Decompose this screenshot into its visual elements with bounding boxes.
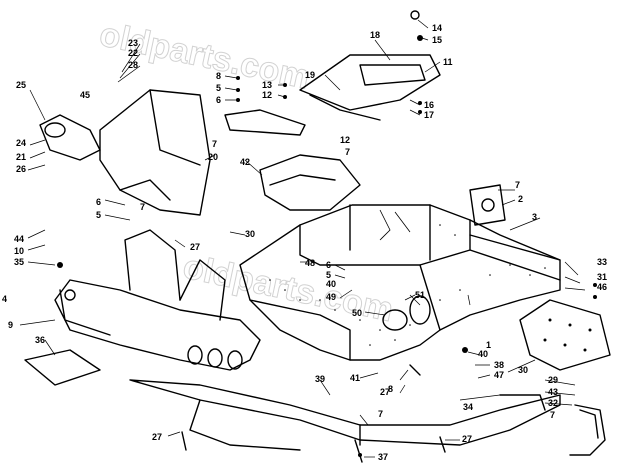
callout-3: 3 — [532, 212, 537, 222]
air-box — [39, 114, 101, 161]
callout-37: 37 — [378, 452, 388, 462]
callout-6-mid: 6 — [326, 260, 331, 270]
callout-41: 41 — [350, 373, 360, 383]
callout-12: 12 — [262, 90, 272, 100]
callout-7-low-right: 7 — [550, 410, 555, 420]
callout-14: 14 — [432, 23, 442, 33]
callout-31: 31 — [597, 272, 607, 282]
top-console — [299, 54, 441, 121]
callout-24: 24 — [16, 138, 26, 148]
callout-5-mid: 5 — [326, 270, 331, 280]
callout-7-top: 7 — [345, 147, 350, 157]
callout-5b: 5 — [96, 210, 101, 220]
callout-9: 9 — [8, 320, 13, 330]
callout-35: 35 — [14, 257, 24, 267]
mud-flap — [24, 349, 101, 386]
callout-28: 28 — [128, 60, 138, 70]
callout-17: 17 — [424, 110, 434, 120]
callout-5: 5 — [216, 83, 221, 93]
callout-1: 1 — [486, 340, 491, 350]
callout-36: 36 — [35, 335, 45, 345]
callout-27: 27 — [190, 242, 200, 252]
callout-46: 46 — [597, 282, 607, 292]
callout-7-left: 7 — [140, 202, 145, 212]
callout-6: 6 — [216, 95, 221, 105]
center-bracket — [259, 154, 361, 211]
callout-7-right: 7 — [515, 180, 520, 190]
callout-32: 32 — [548, 398, 558, 408]
belly-pan — [129, 379, 561, 451]
callout-22: 22 — [128, 48, 138, 58]
callout-38: 38 — [494, 360, 504, 370]
callout-12b: 12 — [340, 135, 350, 145]
callout-30b: 30 — [245, 229, 255, 239]
callout-13: 13 — [262, 80, 272, 90]
callout-21: 21 — [16, 152, 26, 162]
callout-26: 26 — [16, 164, 26, 174]
callout-33: 33 — [597, 257, 607, 267]
callout-16: 16 — [424, 100, 434, 110]
callout-51: 51 — [415, 290, 425, 300]
callout-11: 11 — [443, 57, 453, 67]
callout-39: 39 — [315, 374, 325, 384]
tow-handle — [569, 404, 606, 456]
callout-8b: 8 — [388, 384, 393, 394]
callout-45: 45 — [80, 90, 90, 100]
callout-23: 23 — [128, 38, 138, 48]
callout-27d: 27 — [462, 434, 472, 444]
callout-47: 47 — [494, 370, 504, 380]
side-plate — [224, 109, 306, 136]
callout-25: 25 — [16, 80, 26, 90]
callout-29: 29 — [548, 375, 558, 385]
callout-50: 50 — [352, 308, 362, 318]
front-bumper — [54, 229, 261, 371]
callout-8: 8 — [216, 71, 221, 81]
callout-10: 10 — [14, 246, 24, 256]
callout-20: 20 — [208, 152, 218, 162]
callout-43: 43 — [548, 387, 558, 397]
callout-34: 34 — [463, 402, 473, 412]
watermark-2: oldparts.com — [180, 248, 397, 330]
callout-40: 40 — [326, 279, 336, 289]
rear-bracket — [469, 184, 506, 226]
callout-19: 19 — [305, 70, 315, 80]
callout-27c: 27 — [152, 432, 162, 442]
nose-pan — [99, 89, 211, 216]
callout-6b: 6 — [96, 197, 101, 207]
chassis-frame — [239, 204, 561, 361]
callout-30: 30 — [518, 365, 528, 375]
callout-4: 4 — [2, 294, 7, 304]
callouts: 14 15 18 11 19 16 17 8 5 6 13 12 12 7 7 … — [2, 23, 607, 462]
callout-60: 40 — [478, 349, 488, 359]
callout-2: 2 — [518, 194, 523, 204]
callout-18: 18 — [370, 30, 380, 40]
callout-49: 49 — [326, 292, 336, 302]
callout-44: 44 — [14, 234, 24, 244]
callout-15: 15 — [432, 35, 442, 45]
footrest-plate — [519, 299, 611, 371]
fasteners — [57, 10, 597, 463]
callout-27b: 27 — [380, 387, 390, 397]
callout-42: 42 — [240, 157, 250, 167]
callout-48: 48 — [305, 258, 315, 268]
callout-7-plate: 7 — [212, 139, 217, 149]
callout-7-bottom: 7 — [378, 409, 383, 419]
leader-lines — [19, 19, 586, 458]
